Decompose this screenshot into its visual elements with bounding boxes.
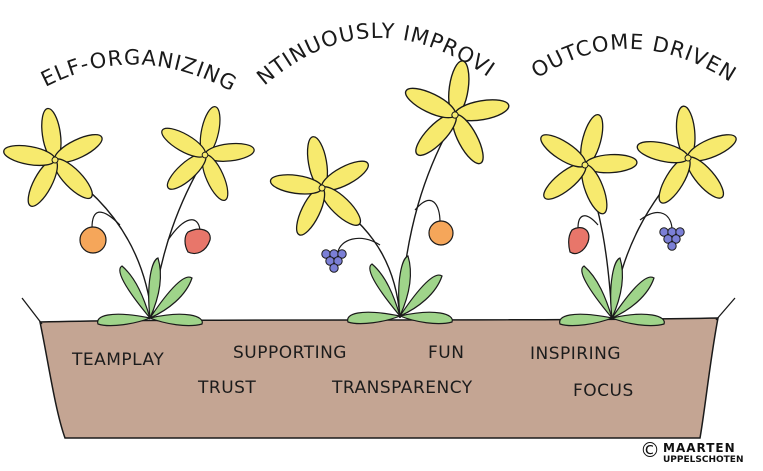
word-supporting: SUPPORTING (233, 343, 347, 363)
strawberry-fruit (568, 227, 590, 255)
stem (577, 215, 599, 229)
leaf-cluster (347, 255, 453, 325)
flower-head (630, 100, 745, 211)
stem (414, 199, 441, 223)
orange-fruit (79, 226, 107, 254)
word-focus: FOCUS (573, 381, 634, 401)
leaf-cluster (559, 257, 665, 327)
flower-head (260, 127, 383, 245)
stem (167, 219, 201, 241)
heading-outcome-driven: OUTCOME DRIVEN (527, 30, 741, 87)
soil-edge-right (715, 297, 736, 321)
credit-line-2: UPPELSCHOTEN (663, 455, 744, 465)
grapes (321, 249, 347, 273)
stem (639, 212, 673, 231)
strawberry-fruit (184, 228, 211, 255)
flower-head (146, 95, 265, 210)
word-trust: TRUST (198, 378, 257, 398)
flower-head (521, 100, 650, 225)
stem (337, 237, 381, 253)
orange-fruit (428, 220, 454, 246)
stem (91, 211, 121, 229)
plant-center (260, 52, 518, 325)
word-fun: FUN (428, 343, 465, 363)
word-inspiring: INSPIRING (530, 344, 622, 364)
credit-line-1: MAARTEN (663, 441, 736, 455)
word-teamplay: TEAMPLAY (72, 350, 165, 370)
word-transparency: TRANSPARENCY (332, 378, 473, 398)
flower-head (393, 52, 518, 173)
plant-left (0, 95, 265, 327)
plant-right (521, 100, 745, 327)
grapes (659, 227, 685, 251)
soil-edge-left (21, 297, 43, 325)
leaf-cluster (97, 257, 203, 327)
heading-self-organizing: SELF-ORGANIZING (0, 0, 241, 96)
copyright-icon: © (640, 438, 660, 462)
